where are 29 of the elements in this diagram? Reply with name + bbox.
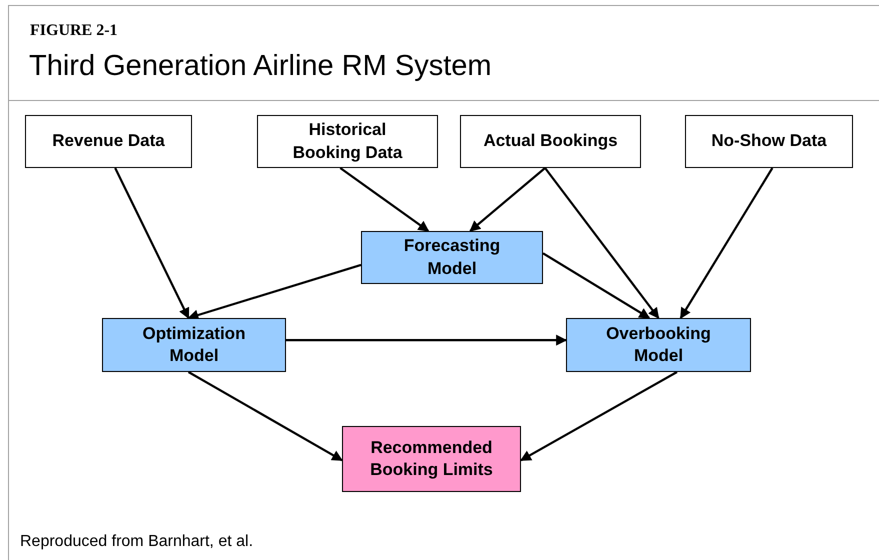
process-box — [102, 318, 286, 372]
box-label: Overbooking Model — [605, 322, 712, 367]
arrow — [542, 252, 650, 319]
figure-number: FIGURE 2-1 — [30, 22, 118, 40]
arrow — [469, 167, 546, 232]
arrow — [188, 371, 343, 462]
arrow — [340, 167, 430, 232]
process-box — [25, 115, 192, 168]
box-label: Actual Bookings — [483, 130, 618, 152]
box-label: Revenue Data — [52, 130, 165, 152]
caption: Reproduced from Barnhart, et al. — [20, 533, 254, 551]
box-label: Recommended Booking Limits — [369, 436, 494, 481]
box-label: Historical Booking Data — [292, 119, 404, 164]
arrow — [286, 334, 568, 346]
arrow — [114, 168, 190, 319]
arrow — [680, 167, 774, 319]
process-box — [257, 115, 438, 168]
box-label: Forecasting Model — [402, 235, 502, 280]
box-label: Optimization Model — [142, 322, 246, 367]
arrow — [520, 371, 678, 462]
process-box — [685, 115, 853, 168]
process-box — [566, 318, 751, 372]
process-box — [361, 231, 543, 284]
process-box — [342, 426, 521, 492]
arrow — [544, 167, 660, 319]
figure-title: Third Generation Airline RM System — [29, 50, 492, 83]
process-box — [460, 115, 641, 168]
box-label: No-Show Data — [711, 130, 827, 152]
arrow — [187, 264, 362, 320]
